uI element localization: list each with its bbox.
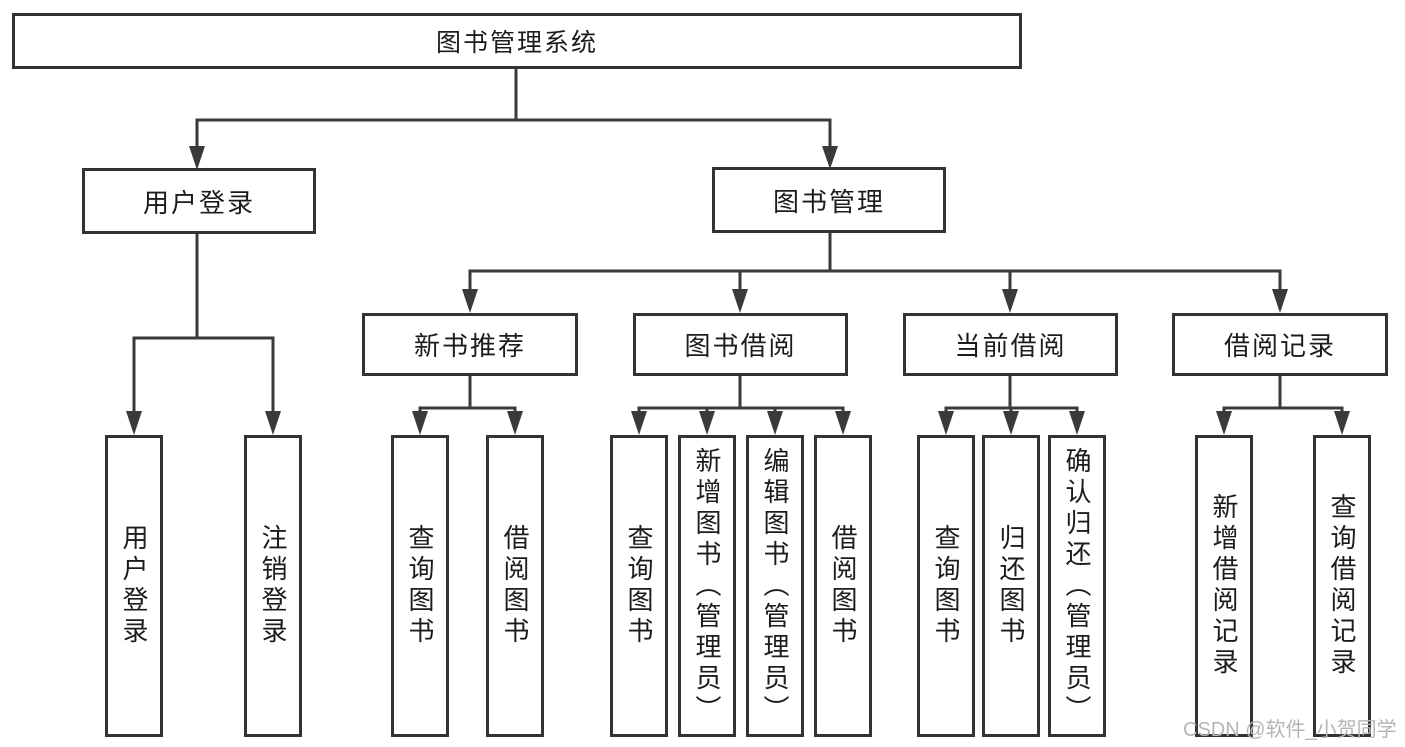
node-root: 图书管理系统 (12, 13, 1022, 69)
leaf-borrow-query-books-label: 查询图书 (624, 524, 654, 648)
node-current-borrow: 当前借阅 (903, 313, 1118, 376)
leaf-borrow-add-books-admin: 新增图书（管理员） (678, 435, 736, 737)
leaf-logout: 注销登录 (244, 435, 302, 737)
leaf-logout-label: 注销登录 (258, 524, 288, 648)
leaf-newbook-borrow-books-label: 借阅图书 (500, 524, 530, 648)
node-user-login-label: 用户登录 (142, 187, 255, 218)
leaf-user-login: 用户登录 (105, 435, 163, 737)
leaf-newbook-query-books: 查询图书 (391, 435, 449, 737)
leaf-borrow-add-books-admin-label: 新增图书（管理员） (692, 446, 722, 726)
leaf-borrow-borrow-books: 借阅图书 (814, 435, 872, 737)
node-book-management-label: 图书管理 (772, 186, 885, 217)
leaf-current-confirm-return-admin: 确认归还（管理员） (1048, 435, 1106, 737)
node-new-book-recommend-label: 新书推荐 (413, 331, 526, 361)
leaf-current-return-books-label: 归还图书 (996, 524, 1026, 648)
node-user-login: 用户登录 (82, 168, 316, 234)
leaf-newbook-borrow-books: 借阅图书 (486, 435, 544, 737)
leaf-records-query-record-label: 查询借阅记录 (1327, 493, 1357, 679)
leaf-records-add-record: 新增借阅记录 (1195, 435, 1253, 737)
leaf-user-login-label: 用户登录 (119, 524, 149, 648)
node-current-borrow-label: 当前借阅 (954, 331, 1067, 361)
node-borrow-records-label: 借阅记录 (1223, 331, 1336, 361)
leaf-current-confirm-return-admin-label: 确认归还（管理员） (1062, 446, 1092, 726)
leaf-current-return-books: 归还图书 (982, 435, 1040, 737)
node-book-borrow-label: 图书借阅 (684, 331, 797, 361)
node-book-management: 图书管理 (712, 167, 946, 233)
leaf-borrow-edit-books-admin-label: 编辑图书（管理员） (760, 446, 790, 726)
leaf-borrow-borrow-books-label: 借阅图书 (828, 524, 858, 648)
node-root-label: 图书管理系统 (435, 29, 598, 57)
leaf-borrow-edit-books-admin: 编辑图书（管理员） (746, 435, 804, 737)
csdn-watermark: CSDN @软件_小贺同学 (1183, 719, 1397, 741)
leaf-current-query-books-label: 查询图书 (931, 524, 961, 648)
leaf-borrow-query-books: 查询图书 (610, 435, 668, 737)
node-book-borrow: 图书借阅 (633, 313, 848, 376)
leaf-newbook-query-books-label: 查询图书 (405, 524, 435, 648)
leaf-records-add-record-label: 新增借阅记录 (1209, 493, 1239, 679)
leaf-current-query-books: 查询图书 (917, 435, 975, 737)
leaf-records-query-record: 查询借阅记录 (1313, 435, 1371, 737)
node-borrow-records: 借阅记录 (1172, 313, 1388, 376)
node-new-book-recommend: 新书推荐 (362, 313, 578, 376)
